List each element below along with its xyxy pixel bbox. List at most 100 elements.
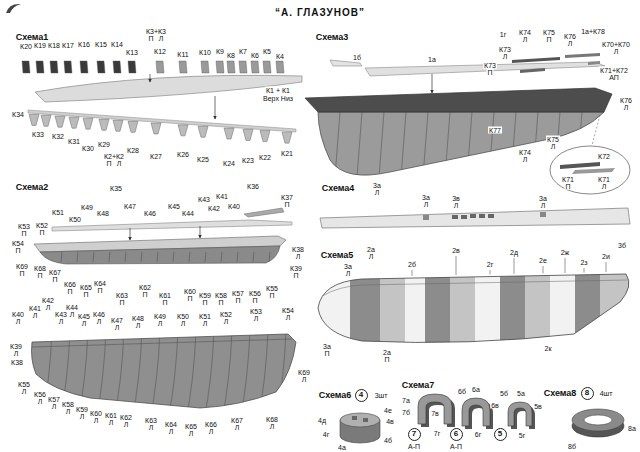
part-label: К48 [96,210,110,217]
frame-line [204,330,214,420]
part-label: Л [567,40,574,47]
frame-part [263,61,271,73]
small-part [572,168,615,174]
quantity-circle: 8 [581,387,594,400]
quantity-circle: 6 [450,428,463,441]
part-label: Л [368,253,375,260]
part-label: К55 [17,381,31,388]
frame-line [532,112,538,190]
part-label: 4г [322,431,330,438]
part-label: К31 [67,138,81,145]
part-label: К51 [51,209,65,216]
part-label: Л [45,304,52,311]
part-label: К36 [246,183,260,190]
part-label: К59 [75,406,89,413]
part-label: Л [285,314,292,321]
part-label: К5 [262,48,272,55]
leader-line [456,256,457,275]
frame-line [61,252,62,262]
hull-stripe [425,270,450,350]
frame-part [29,114,39,125]
small-part [565,53,600,58]
part-label: К70+К70 [601,41,631,48]
part-label: Л [114,324,121,331]
part-label: 2к [544,345,553,352]
frame-line [258,330,268,420]
part-label: К18 [47,42,61,49]
frame-line [554,112,560,190]
part-label: К9 [215,48,225,55]
part-label: К51 [198,313,212,320]
part-label: Л [108,419,115,426]
frame-part [198,126,208,137]
part-label: Л [423,201,430,208]
leader-lines [412,256,606,276]
hull-line [32,339,292,347]
frame-part [128,61,136,73]
frame-part [224,128,234,139]
frame-line [96,330,106,420]
frame-line [77,252,78,262]
bulwark-strip [320,208,630,228]
deck-piece [365,62,605,76]
part-label: Л [522,156,529,163]
part-label: Л [522,36,529,43]
small-part [520,68,545,73]
scheme-heading: Схема2 [15,183,50,192]
part-label: 2и [601,253,611,260]
hull-frames [42,330,286,420]
part-label: П [14,247,21,254]
frame-part [260,131,270,142]
part-label: К56 [248,290,262,297]
scheme-heading: Схема7 [401,381,436,390]
frame-line [141,252,142,262]
part-label: К46 [92,311,106,318]
part-label: Л [601,183,608,190]
part-label: Л [69,311,76,318]
part-label: К43 [54,311,68,318]
part-label: 3а [322,343,332,350]
part-label: К43 [197,196,211,203]
frame-part [201,61,209,73]
part-label: П [234,297,241,304]
part-label: 4а [337,444,347,451]
part-label: Л [269,423,276,430]
frame-part [239,61,247,73]
part-label: К3+К3 [145,28,167,35]
part-label: К38 [291,246,305,253]
part-label: П [118,299,125,306]
frame-part [128,121,138,132]
part-label: Л [202,320,209,327]
part-label: К1 + К1 [265,87,291,94]
part-label: К11 [176,51,189,58]
part-label: К42 [41,297,55,304]
part-label: 8а [627,425,637,432]
part-label: 6в [490,402,500,409]
part-label: 5в [533,403,543,410]
part-label: К16 [77,41,91,48]
part-label: П [96,287,103,294]
part-label: К67 [48,269,62,276]
leader-line [543,266,544,273]
part-label: К47 [110,317,124,324]
frame-parts [22,61,284,73]
frame-part [227,61,235,73]
part-label: К44 [65,304,79,311]
part-label: 3а [343,263,353,270]
quantity-circle: 7 [408,428,421,441]
frame-line [356,112,362,190]
part-label: К74 [518,29,532,36]
part-label: К25 [196,156,210,163]
part-label: К74 [518,149,532,156]
part-label: П [66,288,73,295]
part-label: 1а [427,56,437,63]
part-label: 2г [486,261,494,268]
part-label: К66 [204,421,218,428]
frame-line [168,330,178,420]
scheme-heading: Схема5 [320,251,355,260]
frame-part [97,61,105,73]
frame-line [125,252,126,262]
window [461,215,467,219]
part-label: П [545,36,552,43]
part-label: 2е [538,257,548,264]
